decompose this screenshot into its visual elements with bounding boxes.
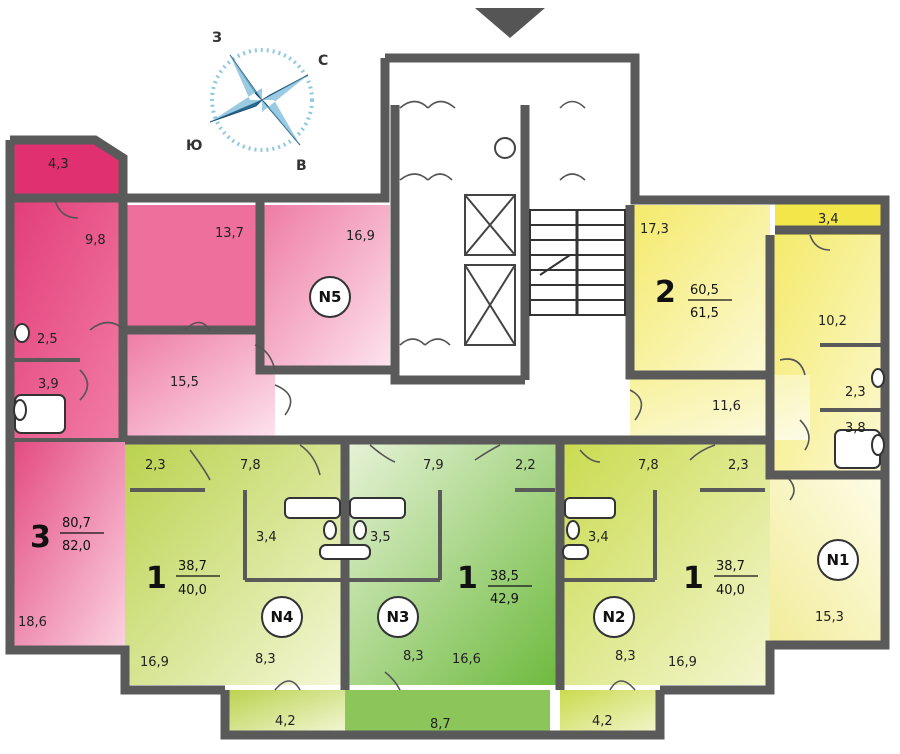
room-label: 3,8 [845, 421, 866, 436]
apartment-5-fill [125, 205, 390, 370]
badge-n4: N4 [261, 596, 303, 638]
apartment-2-fill [630, 200, 887, 475]
badge-n1: N1 [817, 539, 859, 581]
compass-east-label: В [296, 158, 307, 174]
room-labels: 4,3 9,8 13,7 16,9 2,5 3,9 15,5 18,6 17,3… [18, 157, 866, 732]
room-label: 16,9 [668, 655, 697, 670]
room-label: 16,9 [346, 229, 375, 244]
apartment-3-label: 3 80,7 82,0 [30, 516, 104, 555]
room-label: 16,9 [140, 655, 169, 670]
apartment-1-left-label: 1 38,7 40,0 [146, 559, 220, 598]
room-label: 4,2 [592, 714, 613, 729]
room-label: 17,3 [640, 222, 669, 237]
badge-n2: N2 [593, 596, 635, 638]
entrance-arrow-icon [475, 8, 545, 38]
room-label: 2,3 [145, 458, 166, 473]
apartment-living-area: 38,7 [716, 559, 745, 574]
room-label: 16,6 [452, 652, 481, 667]
room-label: 2,3 [728, 458, 749, 473]
apartment-room-count: 2 [655, 275, 676, 310]
room-label: 15,5 [170, 375, 199, 390]
badge-label: N2 [603, 608, 626, 626]
room-label: 3,4 [588, 530, 609, 545]
compass-south-label: Ю [186, 138, 202, 154]
room-label: 7,8 [638, 458, 659, 473]
badge-label: N4 [271, 608, 294, 626]
room-label: 3,4 [256, 530, 277, 545]
compass-north-label: С [318, 53, 328, 69]
room-label: 3,9 [38, 377, 59, 392]
room-label: 7,9 [423, 458, 444, 473]
apartment-1-mid-label: 1 38,5 42,9 [457, 561, 532, 607]
apartment-total-area: 82,0 [62, 539, 91, 554]
staircase [529, 209, 626, 316]
apartment-room-count: 3 [30, 520, 51, 555]
apartment-total-area: 42,9 [490, 592, 519, 607]
room-label: 4,2 [275, 714, 296, 729]
apartments-1-fill [125, 440, 770, 735]
walls [5, 53, 890, 740]
apartment-living-area: 38,5 [490, 569, 519, 584]
apartment-total-area: 61,5 [690, 306, 719, 321]
room-label: 9,8 [85, 233, 106, 248]
room-label: 3,4 [818, 212, 839, 227]
room-label: 8,7 [430, 717, 451, 732]
room-label: 4,3 [48, 157, 69, 172]
apartment-living-area: 60,5 [690, 283, 719, 298]
apartment-2-label: 2 60,5 61,5 [655, 275, 732, 321]
room-label: 11,6 [712, 399, 741, 414]
apartment-room-count: 1 [457, 561, 478, 596]
room-label: 8,3 [403, 649, 424, 664]
apartment-total-area: 40,0 [716, 583, 745, 598]
apartment-room-count: 1 [146, 561, 167, 596]
badge-n5: N5 [309, 276, 351, 318]
room-label: 3,5 [370, 530, 391, 545]
room-label: 2,2 [515, 458, 536, 473]
badge-label: N3 [387, 608, 410, 626]
room-label: 8,3 [615, 649, 636, 664]
apartment-room-count: 1 [683, 561, 704, 596]
room-label: 13,7 [215, 226, 244, 241]
room-label: 2,3 [845, 385, 866, 400]
room-label: 10,2 [818, 314, 847, 329]
room-label: 8,3 [255, 652, 276, 667]
compass: С Ю В З [186, 30, 328, 174]
elevator-shafts [464, 137, 516, 346]
room-label: 15,3 [815, 610, 844, 625]
apartment-total-area: 40,0 [178, 583, 207, 598]
compass-west-label: З [212, 30, 222, 46]
bathroom-fixtures [13, 323, 885, 560]
badge-label: N1 [827, 551, 850, 569]
room-label: 2,5 [37, 332, 58, 347]
room-label: 7,8 [240, 458, 261, 473]
badge-label: N5 [319, 288, 342, 306]
badge-n3: N3 [377, 596, 419, 638]
apartment-living-area: 38,7 [178, 559, 207, 574]
apartment-living-area: 80,7 [62, 516, 91, 531]
apartment-1-right-label: 1 38,7 40,0 [683, 559, 758, 598]
room-label: 18,6 [18, 615, 47, 630]
doors [54, 100, 831, 691]
